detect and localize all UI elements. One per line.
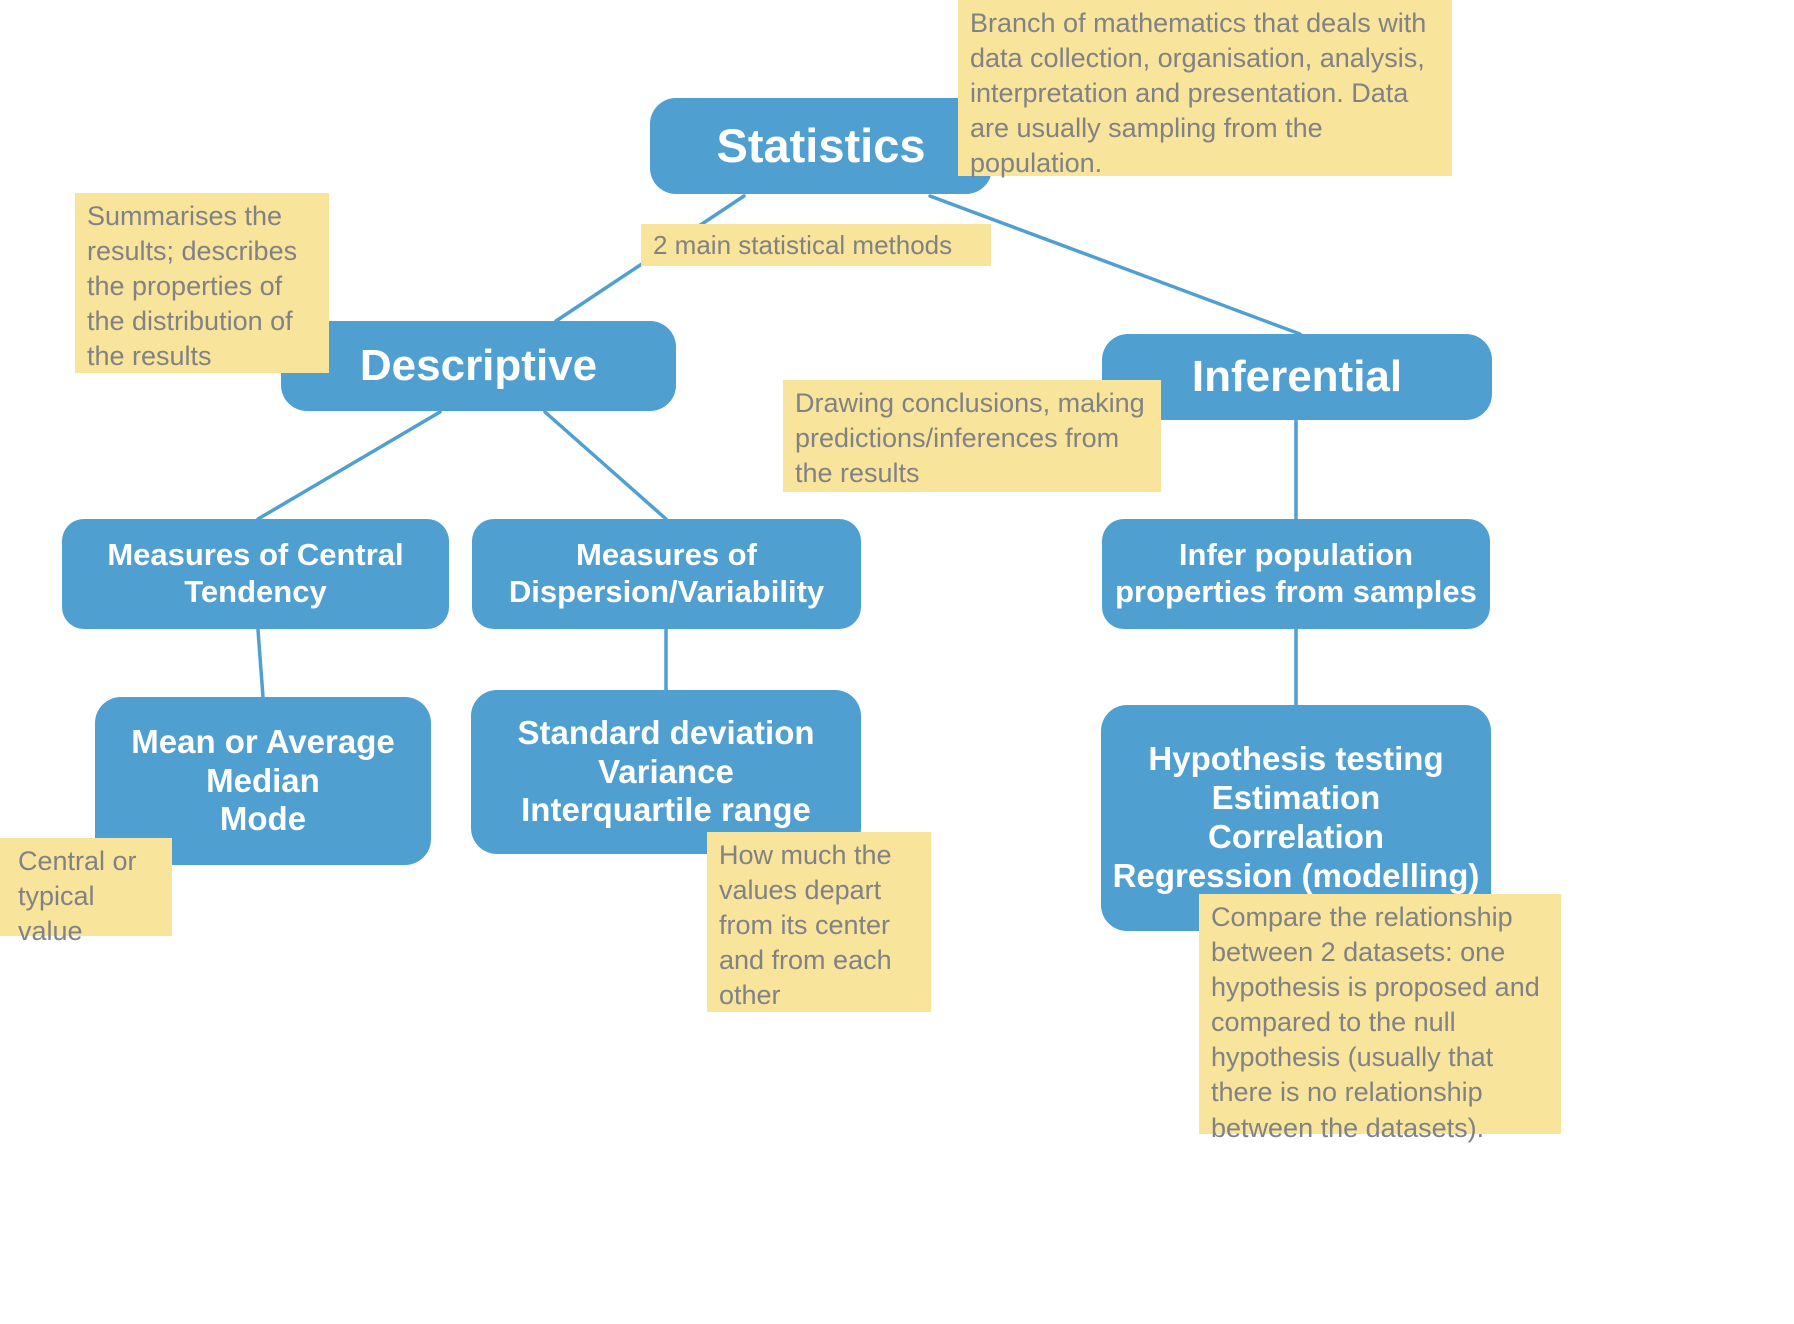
note-statistics-definition: Branch of mathematics that deals with da… bbox=[958, 0, 1452, 178]
node-measures-of-dispersion-variability[interactable]: Measures of Dispersion/Variability bbox=[472, 519, 861, 629]
node-infer-population-properties-from-samples[interactable]: Infer population properties from samples bbox=[1102, 519, 1490, 629]
note-dispersion-definition: How much the values depart from its cent… bbox=[707, 832, 931, 1012]
node-descriptive[interactable]: Descriptive bbox=[281, 321, 676, 411]
edge-descriptive-central bbox=[256, 410, 442, 521]
node-inferential[interactable]: Inferential bbox=[1102, 334, 1492, 420]
note-two-main-statistical-methods: 2 main statistical methods bbox=[641, 224, 991, 266]
note-central-or-typical-value: Central or typical value bbox=[0, 838, 172, 946]
node-hypothesis-testing-estimation-correlation-regression[interactable]: Hypothesis testing Estimation Correlatio… bbox=[1101, 705, 1491, 931]
note-hypothesis-testing-definition: Compare the relationship between 2 datas… bbox=[1199, 894, 1561, 1143]
edge-central-mmm bbox=[256, 628, 265, 699]
edge-descriptive-dispersion bbox=[543, 410, 668, 521]
node-mean-median-mode[interactable]: Mean or Average Median Mode bbox=[95, 697, 431, 865]
node-statistics[interactable]: Statistics bbox=[650, 98, 992, 194]
node-measures-of-central-tendency[interactable]: Measures of Central Tendency bbox=[62, 519, 449, 629]
node-standard-deviation-variance-interquartile-range[interactable]: Standard deviation Variance Interquartil… bbox=[471, 690, 861, 854]
note-descriptive-definition: Summarises the results; describes the pr… bbox=[75, 193, 329, 373]
note-inferential-definition: Drawing conclusions, making predictions/… bbox=[783, 380, 1161, 492]
edge-statistics-inferential bbox=[928, 194, 1302, 336]
